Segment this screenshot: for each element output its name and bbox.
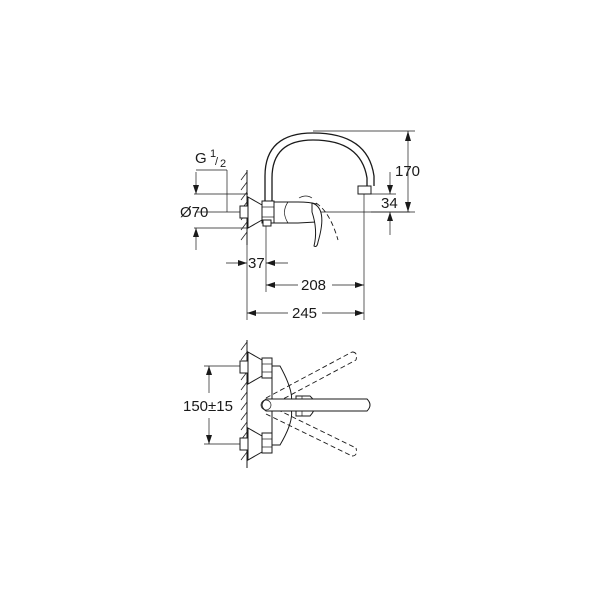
- wall-connector: [239, 205, 249, 219]
- top-view: 150±15: [183, 340, 371, 468]
- body-to-outlet-label: 208: [301, 277, 326, 294]
- flange-diameter-dimension: Ø70: [180, 172, 248, 250]
- wall-to-body-dimension: 37: [226, 255, 288, 272]
- thread-label-g: G: [195, 150, 207, 167]
- mixer-body: [273, 201, 317, 224]
- lever: [311, 202, 323, 247]
- thread-dimension: G 1 / 2: [195, 148, 228, 212]
- spout-height-dimension: 170: [313, 130, 420, 213]
- flange: [247, 196, 263, 229]
- aerator: [357, 185, 372, 195]
- flange-diameter-label: Ø70: [180, 204, 208, 221]
- thread-label-slash: /: [215, 156, 219, 168]
- connection-centers-label: 150±15: [183, 398, 233, 415]
- thread-label-num: 1: [210, 148, 216, 160]
- wall-to-body-label: 37: [248, 255, 265, 272]
- connection-centers-dimension: 150±15: [183, 365, 240, 445]
- overall-projection-dimension: 245: [247, 305, 364, 322]
- thread-label-den: 2: [220, 158, 226, 170]
- lower-union-nut: [261, 432, 273, 454]
- side-view: G 1 / 2 Ø70 170: [180, 130, 420, 322]
- outlet-height-dimension: 34: [371, 172, 398, 235]
- upper-flange: [247, 351, 263, 385]
- overall-projection-label: 245: [292, 305, 317, 322]
- spout-swivel-upper: [265, 351, 357, 407]
- body-to-outlet-dimension: 208: [266, 277, 364, 294]
- lower-flange: [247, 427, 263, 461]
- upper-union-nut: [261, 357, 273, 379]
- spout-top: [261, 398, 371, 412]
- upper-wall-connector: [239, 360, 249, 374]
- outlet-height-label: 34: [381, 195, 398, 212]
- spout-inner: [271, 139, 368, 201]
- lever-motion-arc: [315, 202, 339, 241]
- lower-wall-connector: [239, 437, 249, 451]
- spout-height-label: 170: [395, 163, 420, 180]
- spout-outer: [264, 132, 375, 201]
